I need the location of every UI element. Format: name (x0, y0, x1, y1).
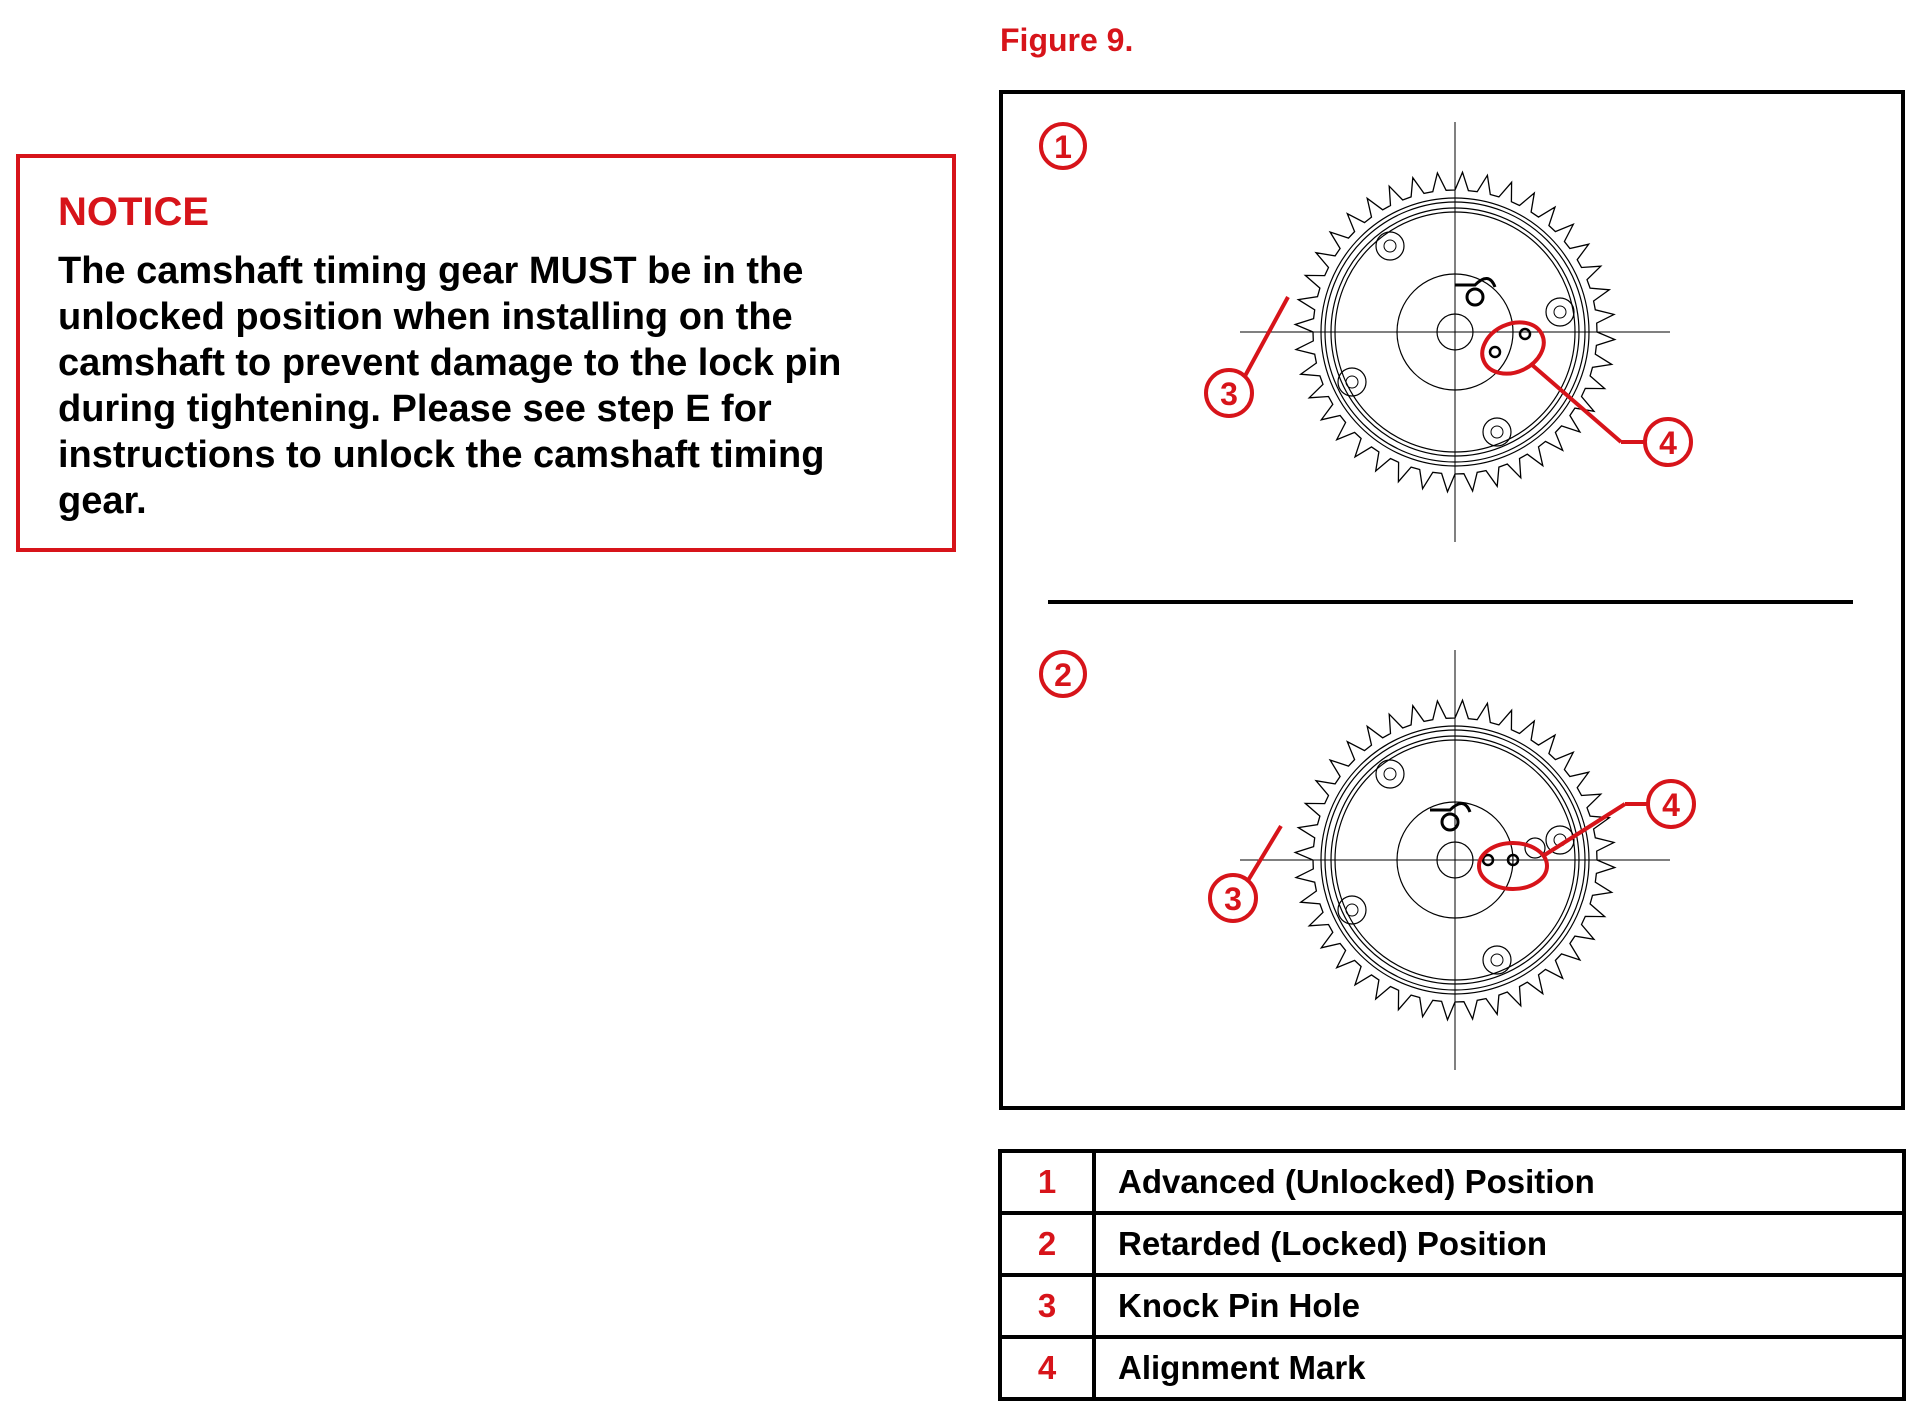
notice-body: The camshaft timing gear MUST be in the … (58, 250, 842, 522)
figure-diagram: 1 3 4 2 3 4 (1039, 122, 1853, 1070)
callout-3-circle (1208, 873, 1258, 923)
legend-label: Alignment Mark (1092, 1335, 1906, 1401)
panel-1-number: 1 (1054, 129, 1072, 165)
callout-4-label: 4 (1659, 425, 1677, 461)
panel-1-number-circle (1039, 122, 1087, 170)
panel-2-number-circle (1039, 650, 1087, 698)
legend-number: 2 (998, 1211, 1096, 1277)
callout-3-circle (1204, 368, 1254, 418)
panel-1: 1 3 4 (1039, 122, 1693, 542)
legend-label: Advanced (Unlocked) Position (1092, 1149, 1906, 1215)
alignment-mark-highlight (1477, 841, 1549, 891)
figure-caption: Figure 9. (1000, 22, 1134, 58)
legend-label: Retarded (Locked) Position (1092, 1211, 1906, 1277)
gear-1-advanced (1240, 122, 1670, 542)
callout-3-label: 3 (1224, 881, 1242, 917)
legend-label: Knock Pin Hole (1092, 1273, 1906, 1339)
panel-2-number: 2 (1054, 657, 1072, 693)
legend-number: 1 (998, 1149, 1096, 1215)
legend-number: 3 (998, 1273, 1096, 1339)
notice-title: NOTICE (58, 190, 210, 234)
gear-2-retarded (1240, 650, 1670, 1070)
figure-frame: 1 3 4 2 3 4 (999, 90, 1905, 1110)
callout-3-label: 3 (1220, 376, 1238, 412)
callout-4-label: 4 (1662, 787, 1680, 823)
callout-4-circle (1646, 779, 1696, 829)
panel-2: 2 3 4 (1039, 650, 1696, 1070)
legend-number: 4 (998, 1335, 1096, 1401)
notice-box: NOTICE The camshaft timing gear MUST be … (16, 154, 956, 552)
alignment-mark-highlight (1480, 320, 1546, 376)
callout-4-circle (1643, 417, 1693, 467)
